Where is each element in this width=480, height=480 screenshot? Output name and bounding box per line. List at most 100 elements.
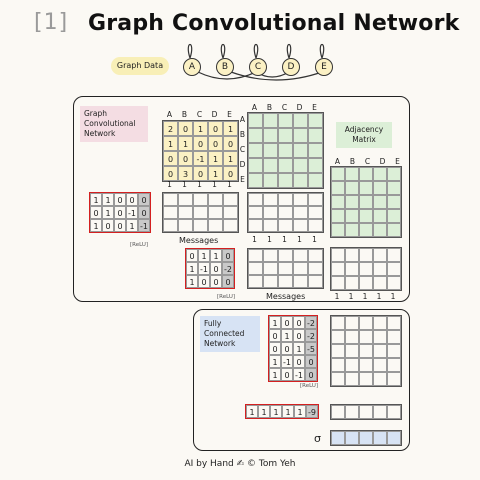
self-loop-b bbox=[220, 43, 226, 59]
step-number: [1] bbox=[34, 10, 69, 35]
ones-cell: 1 bbox=[212, 180, 217, 189]
matrix-cell bbox=[373, 330, 387, 344]
matrix-cell bbox=[278, 249, 293, 262]
matrix-cell: 0 bbox=[222, 249, 234, 262]
matrix-cell bbox=[387, 405, 401, 419]
matrix-cell: -1 bbox=[138, 219, 150, 232]
matrix-cell bbox=[373, 344, 387, 358]
col-label: A bbox=[334, 157, 341, 166]
matrix-cell bbox=[163, 219, 178, 232]
matrix-cell: 0 bbox=[293, 316, 305, 329]
col-label: C bbox=[196, 110, 203, 119]
matrix-cell bbox=[373, 372, 387, 386]
matrix-cell bbox=[263, 113, 278, 128]
adjacency-matrix-right bbox=[330, 166, 402, 238]
matrix-cell bbox=[248, 113, 263, 128]
matrix-cell bbox=[345, 167, 359, 181]
matrix-cell bbox=[178, 193, 193, 206]
matrix-cell bbox=[345, 358, 359, 372]
matrix-cell bbox=[223, 206, 238, 219]
gcn-label: Graph Convolutional Network bbox=[80, 106, 148, 142]
matrix-cell bbox=[359, 431, 373, 445]
matrix-cell: 1 bbox=[186, 275, 198, 288]
matrix-cell bbox=[278, 128, 293, 143]
matrix-cell bbox=[208, 206, 223, 219]
matrix-cell bbox=[263, 128, 278, 143]
matrix-cell bbox=[331, 262, 345, 276]
matrix-cell bbox=[193, 219, 208, 232]
matrix-cell bbox=[308, 193, 323, 206]
matrix-cell bbox=[163, 206, 178, 219]
matrix-cell bbox=[178, 219, 193, 232]
adjacency-label: Adjacency Matrix bbox=[336, 122, 392, 148]
ones-cell: 1 bbox=[376, 292, 382, 301]
matrix-cell: -1 bbox=[193, 151, 208, 166]
ones-cell: 1 bbox=[182, 180, 187, 189]
matrix-cell: 1 bbox=[102, 206, 114, 219]
matrix-cell bbox=[293, 262, 308, 275]
matrix-cell: 0 bbox=[114, 206, 126, 219]
matrix-cell: 0 bbox=[281, 316, 293, 329]
matrix-cell bbox=[387, 209, 401, 223]
matrix-cell: -1 bbox=[198, 262, 210, 275]
matrix-cell bbox=[208, 219, 223, 232]
matrix-cell: 0 bbox=[223, 136, 238, 151]
matrix-cell bbox=[345, 405, 359, 419]
matrix-cell: 1 bbox=[90, 193, 102, 206]
matrix-cell bbox=[331, 209, 345, 223]
matrix-cell bbox=[359, 248, 373, 262]
matrix-cell: 0 bbox=[210, 275, 222, 288]
matrix-cell: 0 bbox=[281, 368, 293, 381]
matrix-cell bbox=[278, 173, 293, 188]
row-label: C bbox=[239, 145, 246, 154]
matrix-cell bbox=[248, 173, 263, 188]
ones-cell: 1 bbox=[252, 235, 257, 244]
page-title: Graph Convolutional Network bbox=[88, 11, 460, 36]
matrix-cell bbox=[293, 143, 308, 158]
matrix-cell bbox=[293, 173, 308, 188]
ones-cell: 1 bbox=[267, 235, 272, 244]
matrix-cell bbox=[331, 248, 345, 262]
matrix-cell: 0 bbox=[126, 193, 138, 206]
edge-b-e bbox=[230, 71, 323, 81]
matrix-cell: 0 bbox=[210, 262, 222, 275]
matrix-cell bbox=[373, 405, 387, 419]
matrix-cell: 1 bbox=[163, 136, 178, 151]
sigma-output-row bbox=[330, 430, 402, 446]
ones-cell: 1 bbox=[167, 180, 172, 189]
ones-cell: 1 bbox=[334, 292, 340, 301]
matrix-cell: 1 bbox=[294, 405, 306, 418]
matrix-cell bbox=[387, 372, 401, 386]
matrix-cell bbox=[359, 330, 373, 344]
matrix-cell: 0 bbox=[293, 329, 305, 342]
matrix-cell bbox=[293, 219, 308, 232]
matrix-cell bbox=[248, 275, 263, 288]
matrix-cell: 0 bbox=[269, 329, 281, 342]
col-label: C bbox=[364, 157, 371, 166]
matrix-cell: 0 bbox=[186, 249, 198, 262]
col-label: E bbox=[227, 110, 232, 119]
matrix-cell bbox=[278, 158, 293, 173]
ones-cell: 1 bbox=[312, 235, 317, 244]
matrix-cell bbox=[263, 173, 278, 188]
matrix-cell: 0 bbox=[269, 342, 281, 355]
matrix-cell bbox=[359, 316, 373, 330]
matrix-cell: 1 bbox=[126, 219, 138, 232]
matrix-cell bbox=[387, 262, 401, 276]
col-label: A bbox=[251, 103, 258, 112]
matrix-cell bbox=[263, 143, 278, 158]
matrix-cell bbox=[248, 128, 263, 143]
matrix-cell bbox=[331, 372, 345, 386]
matrix-cell bbox=[263, 193, 278, 206]
matrix-cell bbox=[387, 344, 401, 358]
matrix-cell bbox=[263, 158, 278, 173]
matrix-cell bbox=[373, 223, 387, 237]
ones-cell: 1 bbox=[227, 180, 232, 189]
hidden-matrix-1 bbox=[247, 192, 324, 233]
fcn-relu-label: [ReLU] bbox=[300, 383, 319, 389]
messages-matrix-2 bbox=[247, 248, 324, 289]
matrix-cell bbox=[263, 262, 278, 275]
matrix-cell: 0 bbox=[178, 121, 193, 136]
